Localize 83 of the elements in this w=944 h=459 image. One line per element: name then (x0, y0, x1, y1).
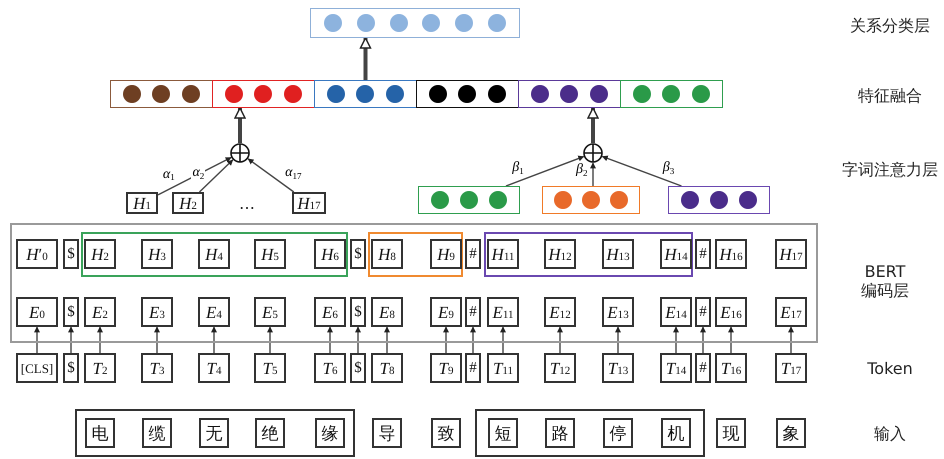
ellipsis: … (238, 194, 256, 213)
group-frame (484, 232, 693, 277)
edge-label: β$_{1}$ (511, 161, 525, 176)
arrow (154, 326, 160, 353)
edge-label: β$_{2}$ (575, 163, 589, 178)
hidden-state-box: # (695, 239, 711, 269)
group-frame (75, 409, 355, 457)
word-vector-box (668, 186, 770, 214)
character-box: 停 (603, 418, 633, 448)
feature-vector-segment (620, 80, 723, 108)
arrow (506, 156, 584, 187)
arrow (557, 326, 563, 353)
group-frame (368, 232, 463, 277)
arrow (788, 326, 794, 353)
arrow (728, 326, 734, 353)
arrow (587, 107, 599, 143)
arrow (355, 326, 361, 353)
arrow (615, 326, 621, 353)
feature-vector-segment (314, 80, 417, 108)
arrow (327, 326, 333, 353)
layer-label: 关系分类层 (850, 16, 930, 37)
encoder-frame (10, 223, 818, 343)
arrow (234, 107, 246, 143)
token-box: $ (63, 353, 79, 383)
character-box: 象 (776, 418, 806, 448)
character-box: 绝 (255, 418, 285, 448)
character-box: 无 (199, 418, 229, 448)
arrow (673, 326, 679, 353)
edge-label: α$_{2}$ (191, 166, 206, 180)
character-box: 电 (85, 418, 115, 448)
embedding-box: $ (350, 297, 366, 327)
layer-label: BERT 编码层 (860, 262, 910, 302)
word-vector-box (542, 186, 640, 214)
arrow (384, 326, 390, 353)
embedding-box: $ (63, 297, 79, 327)
embedding-box: # (465, 297, 481, 327)
arrow (500, 326, 506, 353)
arrow (34, 326, 40, 353)
layer-label: Token (866, 359, 914, 378)
arrow (68, 326, 74, 353)
sum-circle (230, 143, 250, 163)
character-box: 短 (488, 418, 518, 448)
token-box: # (695, 353, 711, 383)
arrow (211, 326, 217, 353)
feature-vector-segment (212, 80, 315, 108)
character-box: 路 (545, 418, 575, 448)
word-vector-box (418, 186, 520, 214)
arrow (443, 326, 449, 353)
edge-label: β$_{3}$ (662, 161, 676, 176)
character-box: 机 (661, 418, 691, 448)
arrow (360, 37, 372, 80)
hidden-state-box: $ (350, 239, 366, 269)
character-box: 致 (431, 418, 461, 448)
sum-circle (583, 143, 603, 163)
arrow (590, 162, 596, 186)
feature-vector-segment (416, 80, 519, 108)
feature-vector-segment (518, 80, 621, 108)
arrow (470, 326, 476, 353)
character-box: 现 (716, 418, 746, 448)
arrow (602, 156, 682, 187)
hidden-state-box: # (465, 239, 481, 269)
character-box: 缘 (315, 418, 345, 448)
arrow (248, 158, 294, 193)
arrow (700, 326, 706, 353)
layer-label: 输入 (873, 424, 907, 445)
embedding-box: # (695, 297, 711, 327)
group-frame (81, 232, 348, 277)
arrow (97, 326, 103, 353)
hidden-state-box: $ (63, 239, 79, 269)
arrow (158, 156, 232, 196)
output-vector-box (310, 8, 520, 38)
group-frame (475, 409, 705, 457)
layer-label: 特征融合 (857, 86, 923, 107)
arrow (198, 159, 234, 192)
layer-label: 字词注意力层 (841, 160, 939, 181)
feature-vector-segment (110, 80, 213, 108)
token-box: $ (350, 353, 366, 383)
edge-label: α$_{17}$ (284, 166, 303, 180)
arrow (267, 326, 273, 353)
character-box: 缆 (142, 418, 172, 448)
token-box: # (465, 353, 481, 383)
token-box: [CLS] (16, 353, 58, 383)
character-box: 导 (372, 418, 402, 448)
